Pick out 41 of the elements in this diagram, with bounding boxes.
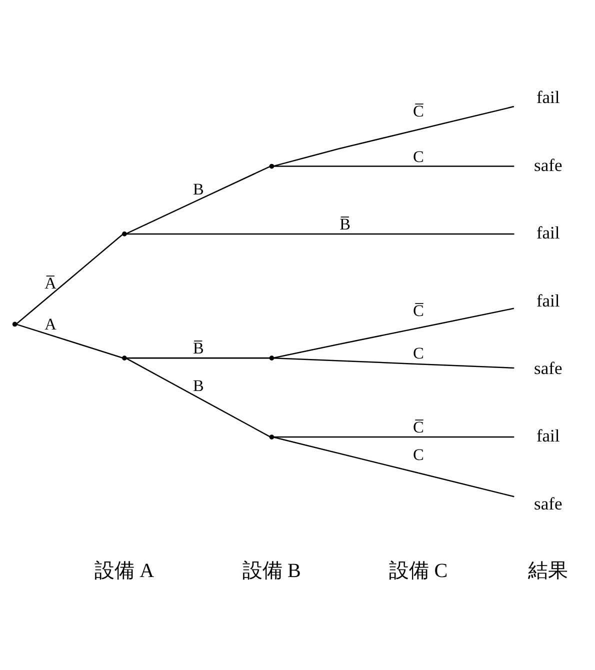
node-text: fail bbox=[536, 290, 560, 310]
edge-label: B̅ bbox=[192, 338, 204, 358]
node-text: safe bbox=[534, 154, 562, 174]
connector bbox=[274, 307, 514, 358]
node-text: fail bbox=[536, 86, 560, 107]
edge-label: C̅ bbox=[412, 101, 424, 120]
node-point bbox=[269, 355, 274, 360]
connector bbox=[126, 232, 514, 234]
connector bbox=[126, 166, 270, 234]
node-point bbox=[269, 434, 274, 439]
edge-label: C bbox=[412, 444, 424, 464]
node-point bbox=[122, 231, 127, 236]
connector bbox=[126, 358, 270, 437]
label: 結果 bbox=[528, 560, 568, 582]
label: 設備 A bbox=[94, 560, 154, 582]
edge-label: C̅ bbox=[412, 300, 424, 320]
edge-label: C̅ bbox=[412, 417, 424, 436]
edge-label: C bbox=[412, 146, 424, 166]
connector bbox=[274, 356, 514, 368]
connector bbox=[274, 105, 514, 166]
edge-label: A bbox=[44, 314, 56, 334]
connector bbox=[274, 436, 514, 497]
connector bbox=[274, 436, 514, 438]
connector bbox=[16, 323, 123, 358]
node-text: fail bbox=[536, 222, 560, 242]
edge-label: A̅ bbox=[44, 272, 56, 292]
node-point bbox=[122, 355, 127, 360]
connector bbox=[126, 356, 270, 358]
node-point bbox=[12, 321, 18, 326]
node-text: safe bbox=[534, 357, 562, 378]
connector bbox=[16, 234, 123, 324]
edge-label: B bbox=[192, 376, 204, 395]
node-point bbox=[269, 163, 274, 168]
edge-label: C bbox=[412, 343, 424, 362]
connector bbox=[274, 165, 514, 166]
label: 設備 C bbox=[389, 560, 448, 582]
node-text: fail bbox=[536, 425, 560, 446]
edge-label: B bbox=[192, 178, 204, 198]
label: 設備 B bbox=[242, 560, 301, 582]
edge-label: B̅ bbox=[340, 214, 350, 233]
node-text: safe bbox=[534, 492, 562, 513]
